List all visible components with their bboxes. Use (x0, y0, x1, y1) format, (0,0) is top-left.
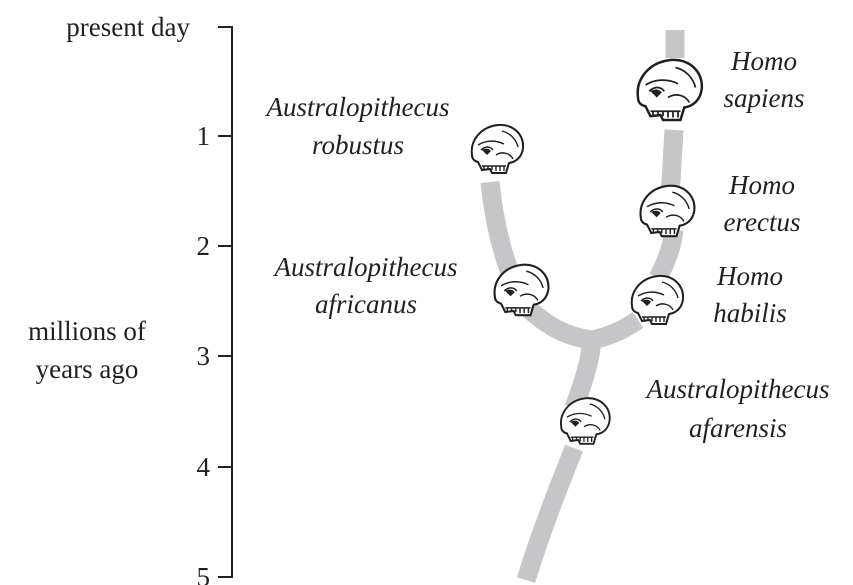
a-afarensis-label-line1: Australopithecus (645, 374, 830, 404)
axis-title-line1: millions of (28, 316, 146, 346)
homo-erectus-skull-icon (641, 186, 695, 236)
homo-habilis-label-line1: Homo (716, 261, 783, 291)
present-day-label: present day (66, 12, 190, 42)
homo-sapiens-label-line1: Homo (730, 46, 797, 76)
species-labels: Homo sapiens Homo erectus Homo habilis A… (265, 46, 830, 443)
a-africanus-label-line1: Australopithecus (273, 252, 458, 282)
homo-erectus-label-line2: erectus (724, 207, 801, 237)
a-africanus-label-line2: africanus (315, 289, 417, 319)
a-afarensis-label-line2: afarensis (689, 413, 787, 443)
homo-sapiens-skull-icon (638, 60, 702, 120)
a-robustus-label-line1: Australopithecus (265, 92, 450, 122)
a-robustus-skull-icon (472, 125, 523, 173)
tick-label-4: 4 (197, 452, 211, 482)
branch-trunk (526, 448, 574, 580)
tick-label-2: 2 (197, 231, 211, 261)
branch-robustus-africanus (490, 182, 592, 340)
time-axis: present day 1 2 3 4 5 millions of years … (28, 12, 233, 585)
tick-label-5: 5 (197, 562, 211, 585)
tick-label-3: 3 (197, 341, 211, 371)
homo-erectus-label-line1: Homo (728, 170, 795, 200)
homo-sapiens-label-line2: sapiens (724, 83, 805, 113)
tick-label-1: 1 (197, 121, 211, 151)
a-afarensis-skull-icon (561, 398, 610, 444)
homo-habilis-skull-icon (632, 276, 683, 324)
homo-habilis-label-line2: habilis (713, 298, 787, 328)
branch-homo-habilis (592, 320, 638, 340)
a-robustus-label-line2: robustus (312, 130, 404, 160)
axis-title-line2: years ago (36, 354, 139, 384)
